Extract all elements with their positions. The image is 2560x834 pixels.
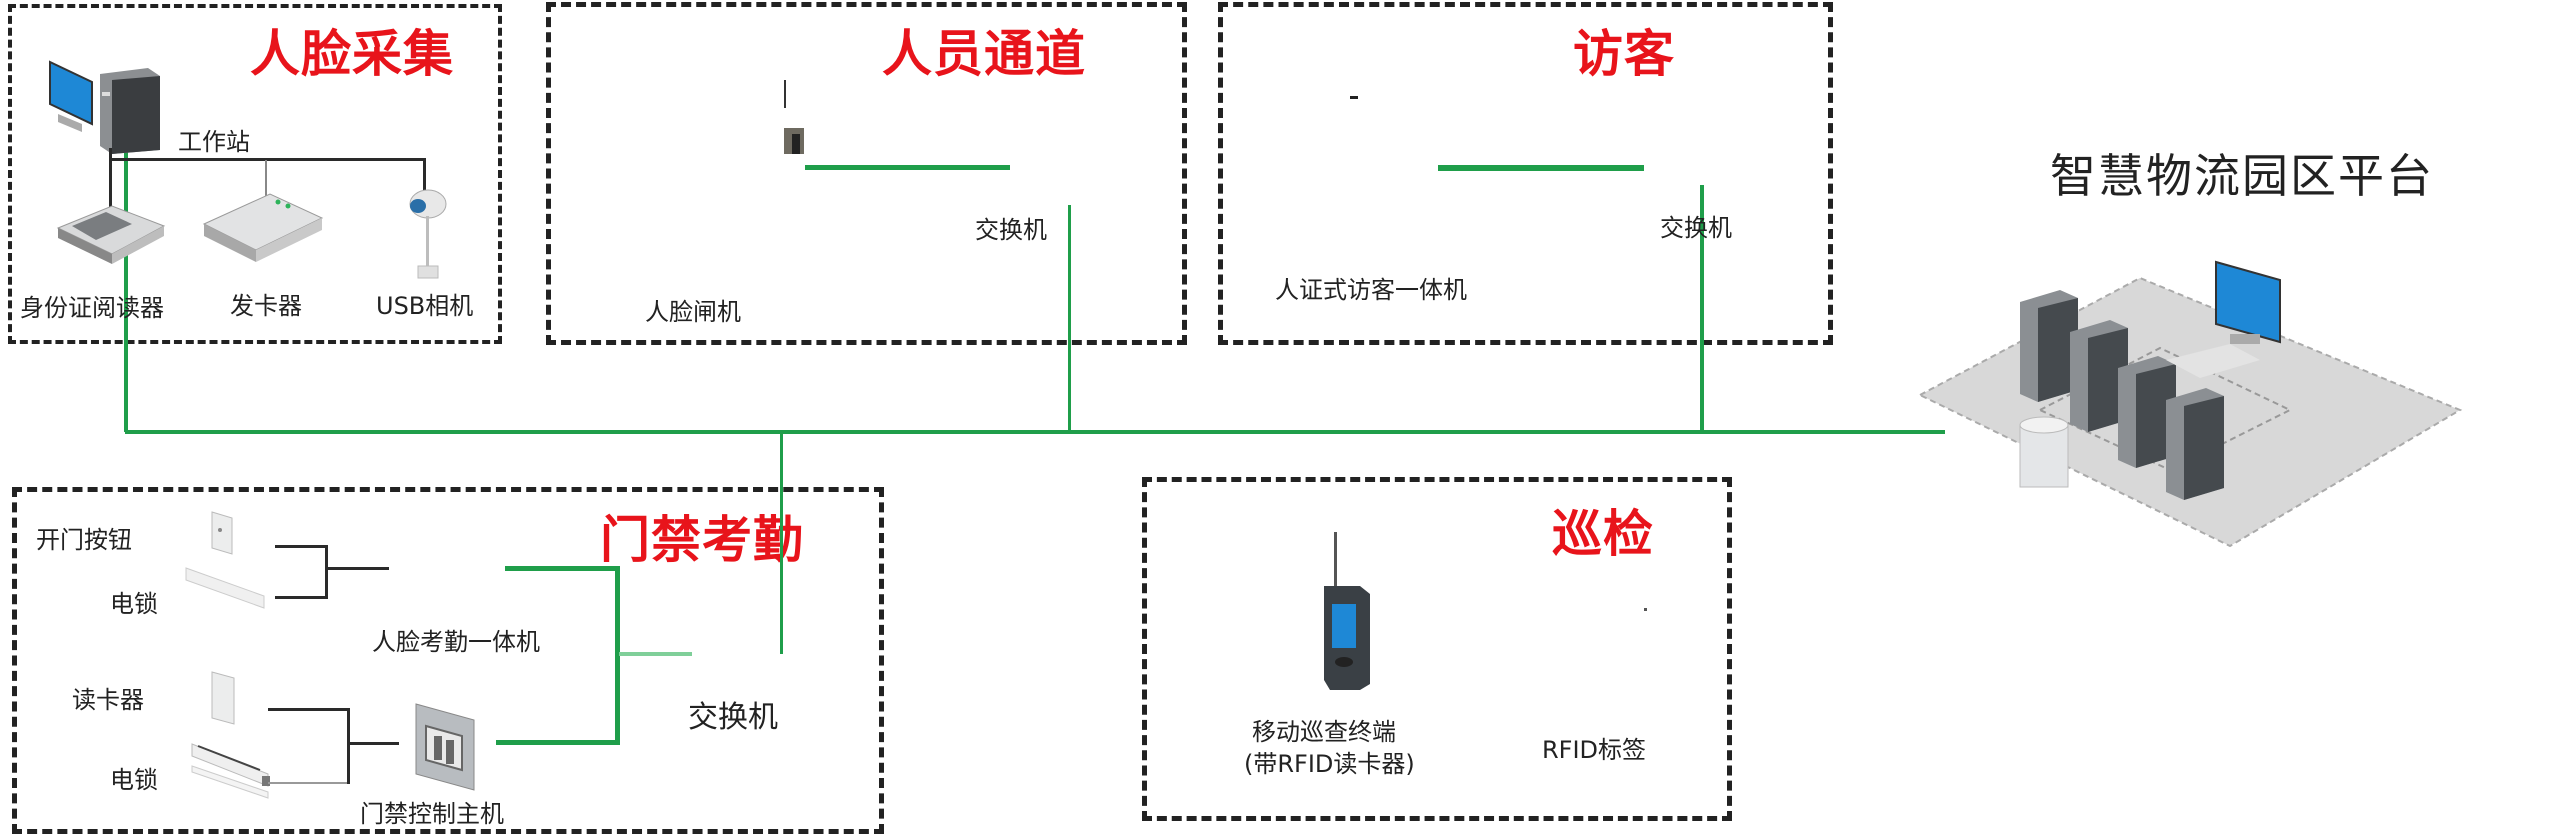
lock-2-label: 电锁	[110, 766, 158, 794]
card-reader-icon	[211, 671, 235, 725]
access-controller-icon	[415, 703, 475, 791]
section-access-attendance	[12, 487, 884, 834]
personnel-switch-label: 交换机	[975, 216, 1047, 244]
visitor-switch-label: 交换机	[1660, 214, 1732, 242]
rfid-tag-icon	[1644, 608, 1647, 611]
exit-button-label: 开门按钮	[36, 526, 132, 554]
bus-drop-personnel	[1068, 205, 1071, 432]
device-label-id-reader: 身份证阅读器	[20, 294, 164, 322]
workstation-bus-line	[110, 158, 426, 161]
wire-branch-2-vertical	[347, 708, 350, 784]
link-to-switch	[619, 652, 692, 656]
section-patrol	[1142, 477, 1732, 821]
usb-camera-icon	[409, 189, 447, 279]
electric-lock-1-icon	[185, 567, 265, 609]
face-gate-icon	[784, 80, 804, 154]
section-personnel-channel	[546, 2, 1187, 345]
wire-lock-1	[275, 596, 327, 599]
link-vertical	[615, 566, 620, 745]
section-face-collection	[8, 4, 502, 344]
wire-lock-2	[268, 782, 350, 784]
link-controller	[496, 740, 619, 745]
workstation-icon	[49, 60, 160, 154]
wire-exit-button	[275, 545, 327, 548]
bus-drop-visitor	[1700, 185, 1704, 432]
card-reader-label: 读卡器	[72, 686, 144, 714]
visitor-title: 访客	[1573, 25, 1675, 83]
face-collection-title: 人脸采集	[250, 25, 454, 83]
gate-link-line	[805, 165, 1010, 170]
mobile-patrol-terminal-icon	[1324, 532, 1370, 690]
workstation-drop-left	[109, 148, 112, 208]
id-card-reader-icon	[56, 205, 166, 264]
device-label-card-issuer: 发卡器	[230, 292, 302, 320]
controller-label: 门禁控制主机	[360, 800, 504, 828]
card-issuer-icon	[202, 193, 324, 262]
visitor-kiosk-icon	[1350, 96, 1358, 99]
access-switch-label: 交换机	[688, 700, 778, 735]
wire-branch-1-vertical	[325, 545, 328, 599]
network-bus	[125, 430, 1945, 434]
server-cluster-icon	[1917, 260, 2463, 548]
device-label-usb-camera: USB相机	[376, 292, 474, 320]
link-face-terminal	[505, 566, 619, 571]
exit-button-icon	[211, 511, 233, 555]
face-gate-label: 人脸闸机	[645, 298, 741, 326]
visitor-link-line	[1438, 165, 1644, 171]
patrol-terminal-label-line2: (带RFID读卡器)	[1244, 750, 1415, 778]
personnel-channel-title: 人员通道	[882, 25, 1086, 83]
lock-1-label: 电锁	[110, 590, 158, 618]
wire-branch-1-out	[325, 567, 389, 570]
visitor-kiosk-label: 人证式访客一体机	[1275, 276, 1467, 304]
patrol-title: 巡检	[1552, 505, 1654, 563]
section-visitor	[1218, 2, 1833, 345]
workstation-drop-mid	[265, 160, 267, 196]
wire-card-reader	[268, 708, 350, 711]
wire-branch-2-out	[347, 742, 399, 745]
patrol-terminal-label-line1: 移动巡查终端	[1252, 718, 1396, 746]
face-terminal-label: 人脸考勤一体机	[372, 628, 540, 656]
bus-drop-face-collection	[124, 148, 128, 432]
access-attendance-title: 门禁考勤	[600, 511, 804, 569]
electric-lock-2-icon	[191, 743, 270, 799]
platform-title: 智慧物流园区平台	[2050, 149, 2434, 203]
rfid-tag-label: RFID标签	[1542, 736, 1647, 764]
workstation-label: 工作站	[178, 128, 250, 156]
bus-drop-access	[780, 432, 783, 654]
workstation-drop-right	[423, 158, 426, 194]
